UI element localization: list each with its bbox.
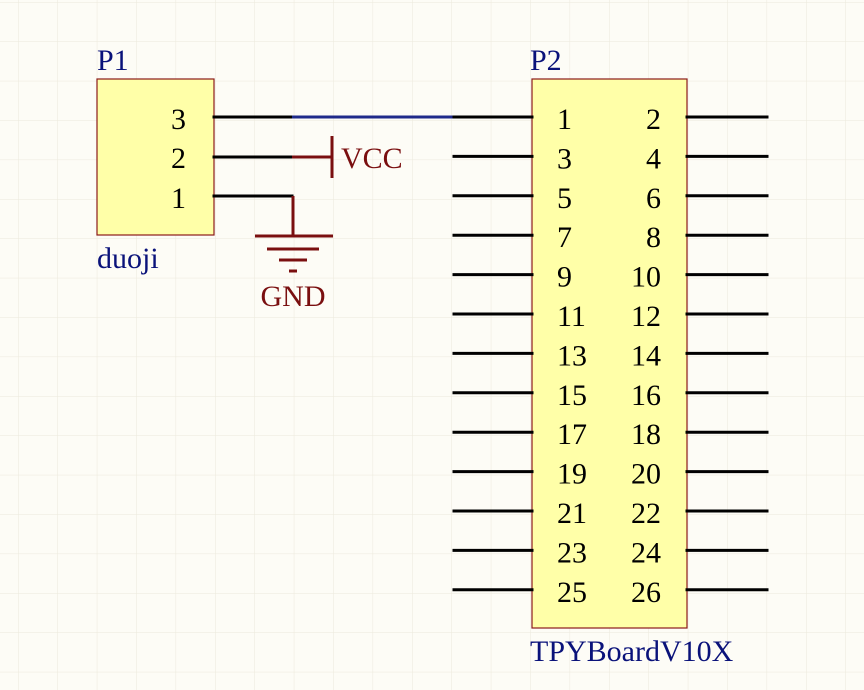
p2-pin-number-right: 6 bbox=[646, 182, 661, 215]
p2-pin-number-left: 23 bbox=[557, 536, 587, 569]
p2-body[interactable] bbox=[531, 78, 688, 629]
p2-pin-number-left: 1 bbox=[557, 103, 572, 136]
p2-pin-number-right: 20 bbox=[631, 458, 661, 491]
p2-pin-number-left: 19 bbox=[557, 458, 587, 491]
p2-designator: P2 bbox=[530, 44, 562, 77]
p2-pin-number-right: 14 bbox=[631, 339, 661, 372]
p2-comment: TPYBoardV10X bbox=[530, 635, 734, 668]
p2-pin-number-left: 15 bbox=[557, 379, 587, 412]
p2-pin-number-right: 8 bbox=[646, 221, 661, 254]
p2-pin-number-left: 13 bbox=[557, 339, 587, 372]
p2-pin-number-right: 24 bbox=[631, 536, 661, 569]
p2-pin-number-right: 16 bbox=[631, 379, 661, 412]
p2-pin-number-right: 4 bbox=[646, 142, 661, 175]
p2-pin-number-left: 9 bbox=[557, 261, 572, 294]
p1-pin-number: 1 bbox=[171, 182, 186, 215]
vcc-label: VCC bbox=[341, 142, 403, 175]
p2-pin-number-left: 11 bbox=[557, 300, 586, 333]
p1-comment: duoji bbox=[97, 242, 159, 275]
p2-pin-number-right: 18 bbox=[631, 418, 661, 451]
p2-pin-number-left: 25 bbox=[557, 576, 587, 609]
p2-pin-number-left: 3 bbox=[557, 142, 572, 175]
p1-pin-number: 3 bbox=[171, 103, 186, 136]
p2-pin-number-left: 5 bbox=[557, 182, 572, 215]
p2-pin-number-left: 21 bbox=[557, 497, 587, 530]
p1-designator: P1 bbox=[97, 44, 129, 77]
p2-pin-number-left: 17 bbox=[557, 418, 587, 451]
p2-pin-number-right: 26 bbox=[631, 576, 661, 609]
p2-pin-number-right: 12 bbox=[631, 300, 661, 333]
gnd-power-port[interactable]: GND bbox=[255, 196, 333, 313]
p2-pin-number-left: 7 bbox=[557, 221, 572, 254]
p2-pin-number-right: 22 bbox=[631, 497, 661, 530]
p1-pin-number: 2 bbox=[171, 142, 186, 175]
connector-p1[interactable]: P1 duoji 3 2 1 bbox=[96, 44, 294, 275]
p1-body[interactable] bbox=[96, 78, 215, 236]
gnd-label: GND bbox=[261, 280, 326, 313]
p2-pin-number-right: 10 bbox=[631, 261, 661, 294]
p2-pin-number-right: 2 bbox=[646, 103, 661, 136]
vcc-power-port[interactable]: VCC bbox=[292, 136, 403, 178]
